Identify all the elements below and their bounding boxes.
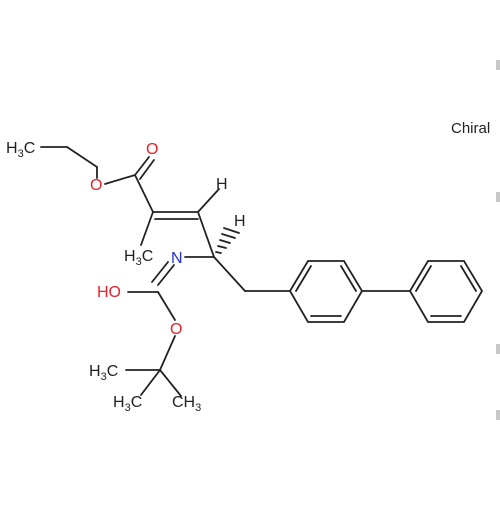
phenyl-ring-2 <box>408 260 484 323</box>
edge-artifact <box>496 410 500 420</box>
atom-stereo-h: H <box>234 213 246 230</box>
atom-hydroxyl: HO <box>97 284 121 301</box>
edge-artifact <box>496 344 500 354</box>
bond-tbu-bottom <box>140 369 161 396</box>
bond-n-c-2 <box>151 261 169 283</box>
bond-n-c-1 <box>157 264 175 286</box>
atom-methyl: H3C <box>124 248 153 268</box>
bond-o-tbu <box>159 335 176 371</box>
atom-ethyl-ch3: H3C <box>6 140 35 160</box>
bond-c-calpha <box>134 174 154 213</box>
chirality-label: Chiral <box>451 120 491 137</box>
edge-artifact <box>496 60 500 70</box>
bond-c-o-double-1 <box>134 156 150 176</box>
bond-stereo-ch2 <box>213 256 246 292</box>
bond-vinyl-h <box>197 188 220 213</box>
hashed-wedge-bond <box>215 227 240 254</box>
bond-c-o <box>157 291 176 321</box>
bond-tbu-right <box>159 369 182 397</box>
atom-carbamate-o: O <box>170 321 182 338</box>
edge-artifact <box>496 192 500 202</box>
bond-calpha-methyl <box>140 211 154 246</box>
bond-ch2-ch2 <box>66 146 98 168</box>
atom-carbonyl-o: O <box>146 141 158 158</box>
atom-tbu-left: H3C <box>89 363 118 383</box>
atom-tbu-right: CH3 <box>172 394 201 414</box>
bond-cbeta-stereo <box>197 211 215 258</box>
atom-ester-o: O <box>90 177 102 194</box>
phenyl-ring-1 <box>288 260 364 323</box>
bond-o-c <box>104 174 136 185</box>
atom-nitrogen: N <box>171 250 183 267</box>
atom-vinyl-h: H <box>216 176 228 193</box>
atom-tbu-bottom-left: H3C <box>113 394 142 414</box>
bond-c-o-double-2 <box>139 159 155 180</box>
